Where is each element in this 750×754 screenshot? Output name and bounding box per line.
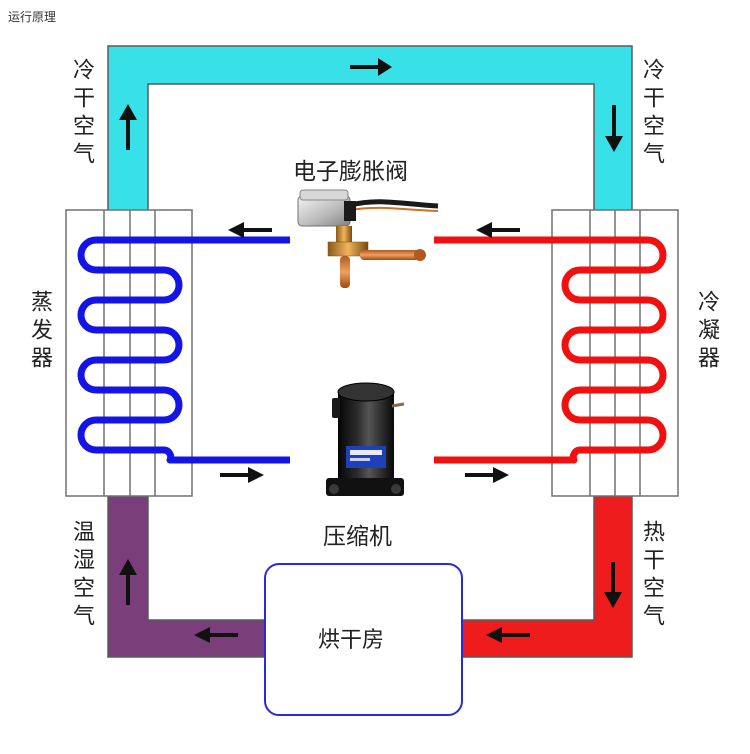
- page-title: 运行原理: [8, 10, 57, 24]
- arrow-right-icon: [350, 58, 392, 76]
- hot-dry-air-label: 热干空气: [639, 520, 664, 632]
- cold-dry-air-left-label: 冷干空气: [69, 58, 94, 170]
- arrow-left-icon: [228, 222, 272, 238]
- condenser-label: 冷凝器: [694, 290, 719, 374]
- arrow-right-icon: [220, 467, 264, 483]
- cold-air-duct: [107, 45, 633, 213]
- arrow-left-icon: [476, 222, 520, 238]
- arrow-down-icon: [605, 105, 623, 152]
- cold-dry-air-right-label: 冷干空气: [639, 58, 664, 170]
- drying-room-label: 烘干房: [318, 628, 385, 653]
- condenser-refrigerant-pipe: [434, 236, 667, 464]
- expansion-valve-icon: [297, 189, 439, 288]
- arrow-right-icon: [465, 467, 509, 483]
- evaporator-label: 蒸发器: [27, 290, 52, 374]
- drying-room-box: [264, 563, 463, 716]
- arrow-down-icon: [604, 562, 622, 608]
- arrow-left-icon: [194, 627, 238, 643]
- compressor-icon: [326, 382, 405, 496]
- humid-air-duct: [107, 494, 266, 658]
- arrow-up-icon: [119, 104, 137, 150]
- arrow-left-icon: [486, 627, 530, 643]
- evaporator-refrigerant-pipe: [77, 236, 290, 464]
- warm-humid-air-label: 温湿空气: [69, 520, 94, 632]
- hot-air-duct: [461, 494, 633, 658]
- expansion-valve-label: 电子膨胀阀: [293, 159, 408, 185]
- compressor-label: 压缩机: [323, 524, 392, 550]
- flow-arrows: [119, 58, 623, 643]
- arrow-up-icon: [119, 559, 137, 605]
